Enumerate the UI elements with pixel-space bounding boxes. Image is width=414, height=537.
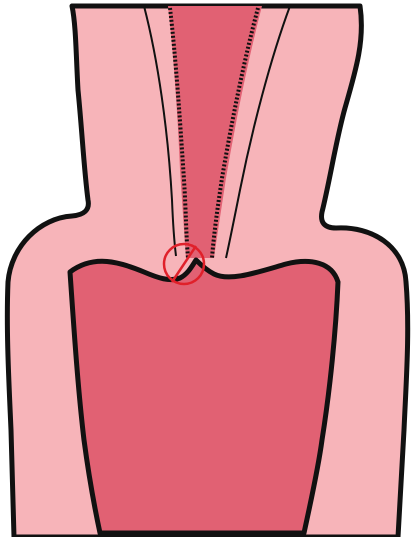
inner-lumen bbox=[70, 260, 338, 533]
